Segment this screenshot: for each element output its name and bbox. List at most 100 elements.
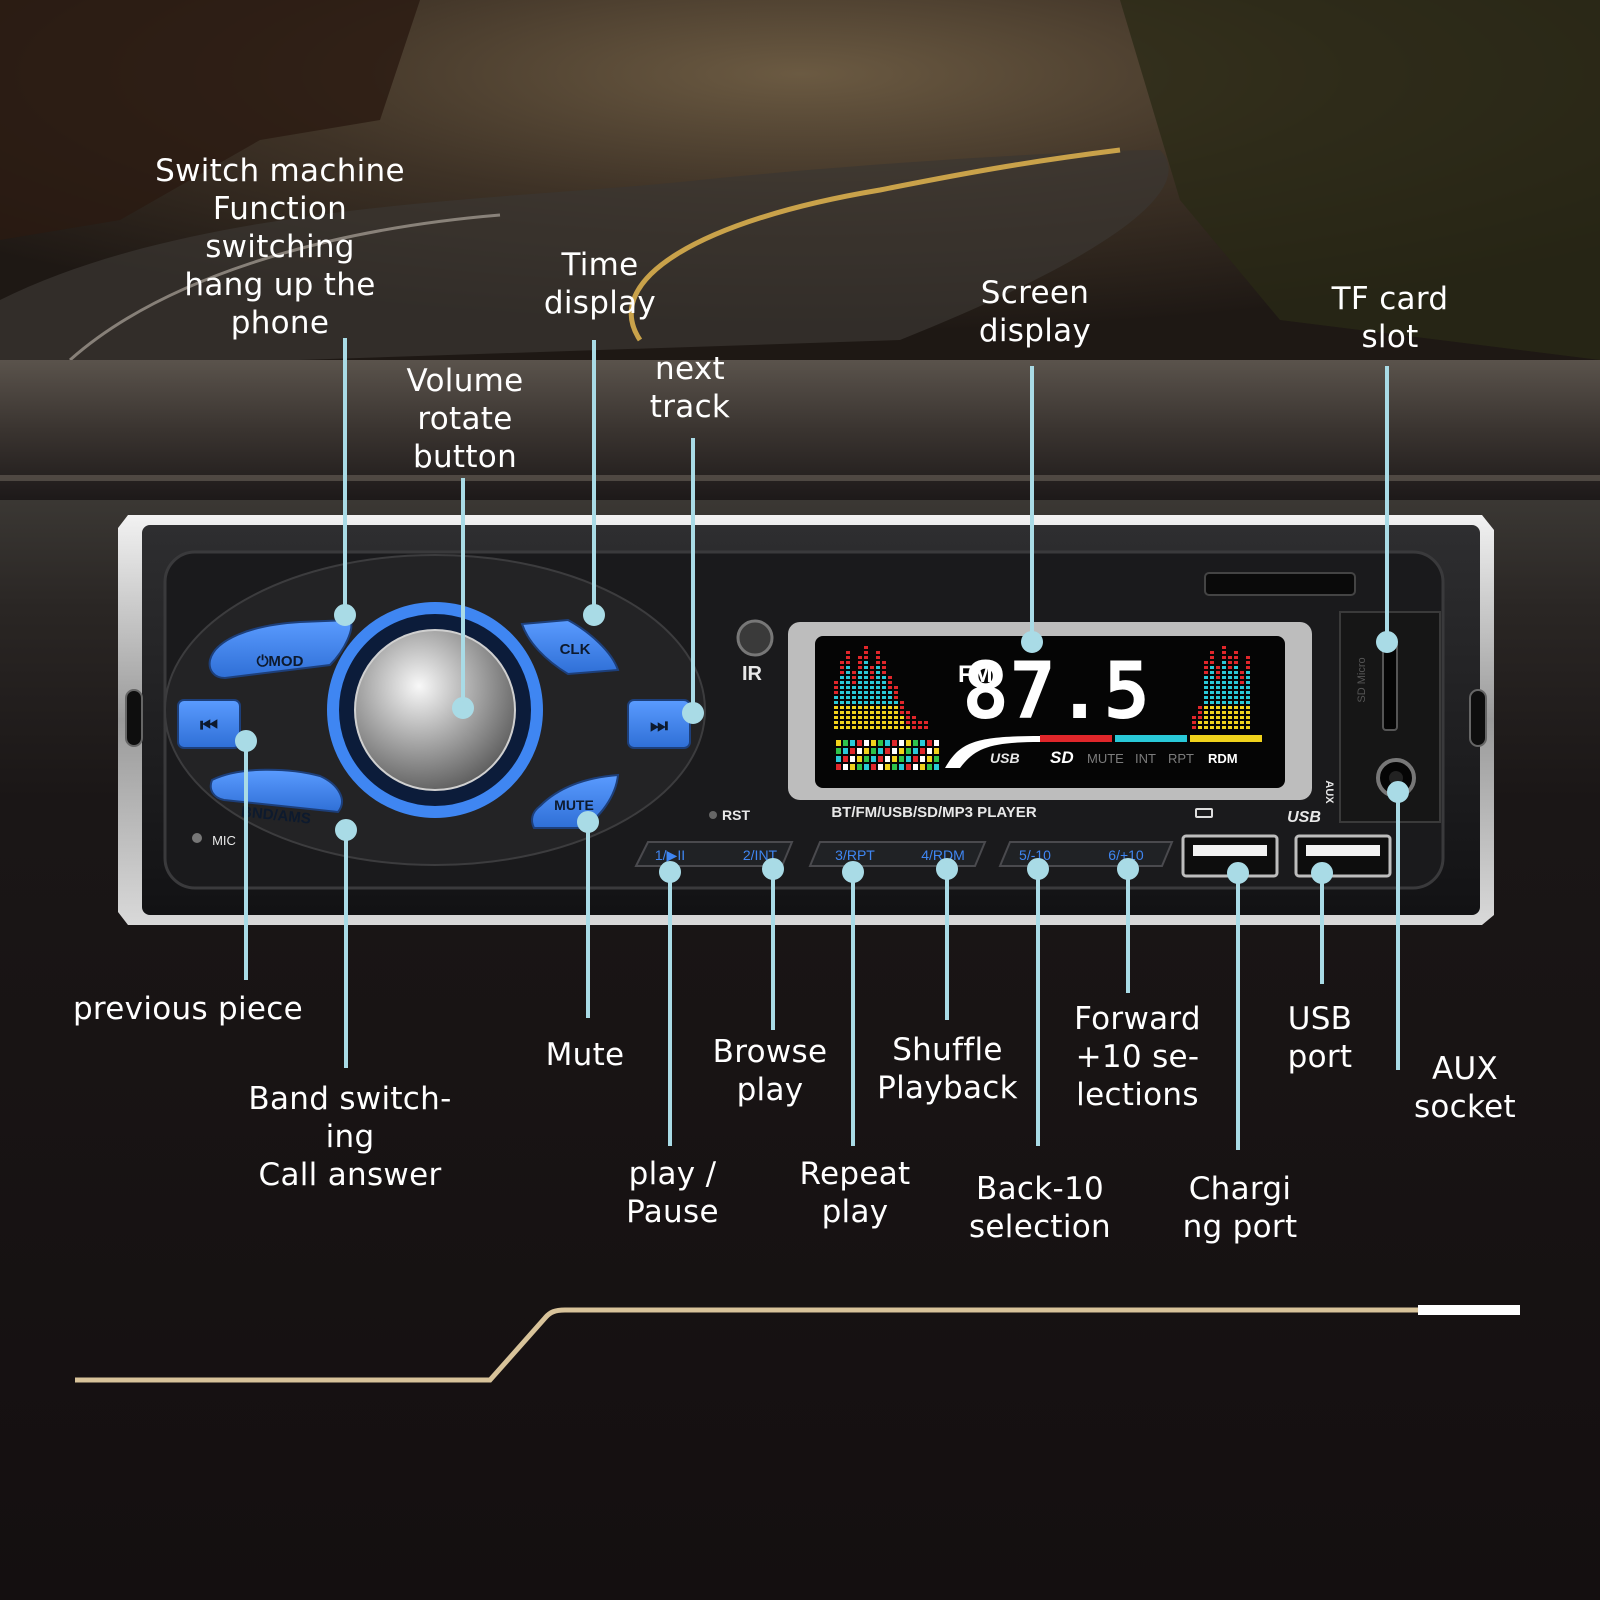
spectrum-cell — [1222, 686, 1226, 689]
spectrum-cell — [1246, 726, 1250, 729]
spectrum-cell — [1210, 661, 1214, 664]
color-block — [857, 740, 862, 746]
spectrum-cell — [1246, 656, 1250, 659]
spectrum-cell — [900, 701, 904, 704]
callout-forward10 — [1117, 858, 1139, 993]
mute-button[interactable]: MUTE — [531, 773, 620, 829]
color-block — [843, 756, 848, 762]
spectrum-cell — [1204, 686, 1208, 689]
spectrum-cell — [852, 691, 856, 694]
color-block — [927, 764, 932, 770]
spectrum-cell — [864, 701, 868, 704]
color-block — [885, 756, 890, 762]
spectrum-cell — [1246, 671, 1250, 674]
spectrum-cell — [870, 701, 874, 704]
spectrum-cell — [852, 701, 856, 704]
spectrum-cell — [864, 681, 868, 684]
decorative-white-bar — [1418, 1305, 1520, 1315]
spectrum-cell — [846, 666, 850, 669]
color-block — [892, 748, 897, 754]
ir-label: IR — [742, 663, 763, 685]
callout-tf-card — [1376, 366, 1398, 653]
spectrum-cell — [846, 676, 850, 679]
spectrum-cell — [840, 661, 844, 664]
volume-knob[interactable] — [327, 602, 543, 818]
spectrum-cell — [864, 696, 868, 699]
spectrum-cell — [1204, 716, 1208, 719]
spectrum-cell — [864, 691, 868, 694]
label-volume: Volume rotate button — [406, 363, 524, 475]
tree-canopy-left — [0, 0, 420, 240]
color-block — [864, 756, 869, 762]
color-block — [892, 740, 897, 746]
spectrum-cell — [1246, 696, 1250, 699]
spectrum-cell — [864, 656, 868, 659]
spectrum-cell — [912, 726, 916, 729]
label-time-display: Time display — [543, 247, 657, 321]
label-shuffle: Shuffle Playback — [877, 1032, 1018, 1106]
label-switch-machine: Switch machine Function switching hang u… — [155, 153, 405, 341]
spectrum-cell — [864, 671, 868, 674]
usb-indicator: USB — [990, 750, 1020, 766]
next-button[interactable]: ⏭ — [627, 699, 691, 749]
spectrum-cell — [894, 691, 898, 694]
label-back10: Back-10 selection — [968, 1171, 1112, 1245]
spectrum-cell — [900, 706, 904, 709]
spectrum-cell — [1198, 706, 1202, 709]
spectrum-cell — [882, 696, 886, 699]
spectrum-cell — [1228, 656, 1232, 659]
spectrum-cell — [870, 671, 874, 674]
spectrum-cell — [882, 681, 886, 684]
spectrum-cell — [1222, 671, 1226, 674]
spectrum-cell — [864, 676, 868, 679]
spectrum-cell — [1240, 686, 1244, 689]
spectrum-cell — [882, 676, 886, 679]
spectrum-cell — [1234, 726, 1238, 729]
display-screen — [815, 636, 1285, 788]
spectrum-cell — [1210, 676, 1214, 679]
color-block — [857, 756, 862, 762]
spectrum-cell — [1246, 701, 1250, 704]
spectrum-cell — [1222, 726, 1226, 729]
spectrum-cell — [1216, 671, 1220, 674]
spectrum-cell — [1246, 661, 1250, 664]
color-block — [899, 740, 904, 746]
previous-button[interactable]: ⏮ — [177, 699, 241, 749]
spectrum-cell — [1240, 681, 1244, 684]
spectrum-cell — [846, 711, 850, 714]
spectrum-cell — [1222, 696, 1226, 699]
preset-button-4[interactable]: 4/RDM — [921, 847, 965, 863]
spectrum-cell — [1204, 661, 1208, 664]
spectrum-cell — [1246, 721, 1250, 724]
spectrum-cell — [1234, 696, 1238, 699]
reset-hole[interactable] — [709, 811, 717, 819]
spectrum-cell — [912, 716, 916, 719]
callout-charging — [1227, 862, 1249, 1150]
spectrum-cell — [1246, 716, 1250, 719]
spectrum-cell — [840, 711, 844, 714]
spectrum-cell — [846, 721, 850, 724]
spectrum-cell — [870, 706, 874, 709]
clk-button[interactable]: CLK — [520, 618, 620, 676]
color-block — [871, 740, 876, 746]
spectrum-cell — [1228, 721, 1232, 724]
preset-button-5[interactable]: 5/-10 — [1019, 847, 1051, 863]
preset-button-6[interactable]: 6/+10 — [1108, 847, 1144, 863]
color-block — [864, 764, 869, 770]
spectrum-cell — [1222, 691, 1226, 694]
spectrum-cell — [846, 691, 850, 694]
next-icon: ⏭ — [650, 715, 668, 737]
spectrum-cell — [840, 691, 844, 694]
band-ams-button[interactable]: BND/AMS — [209, 768, 343, 828]
spectrum-cell — [876, 716, 880, 719]
spectrum-cell — [864, 726, 868, 729]
spectrum-cell — [834, 706, 838, 709]
spectrum-cell — [1222, 721, 1226, 724]
mod-button[interactable]: ⏻MOD — [208, 618, 353, 680]
spectrum-cell — [846, 696, 850, 699]
preset-button-1[interactable]: 1/▶II — [655, 847, 685, 863]
spectrum-cell — [1192, 721, 1196, 724]
spectrum-cell — [840, 681, 844, 684]
preset-button-3[interactable]: 3/RPT — [835, 847, 875, 863]
label-play-pause: play / Pause — [626, 1156, 719, 1230]
